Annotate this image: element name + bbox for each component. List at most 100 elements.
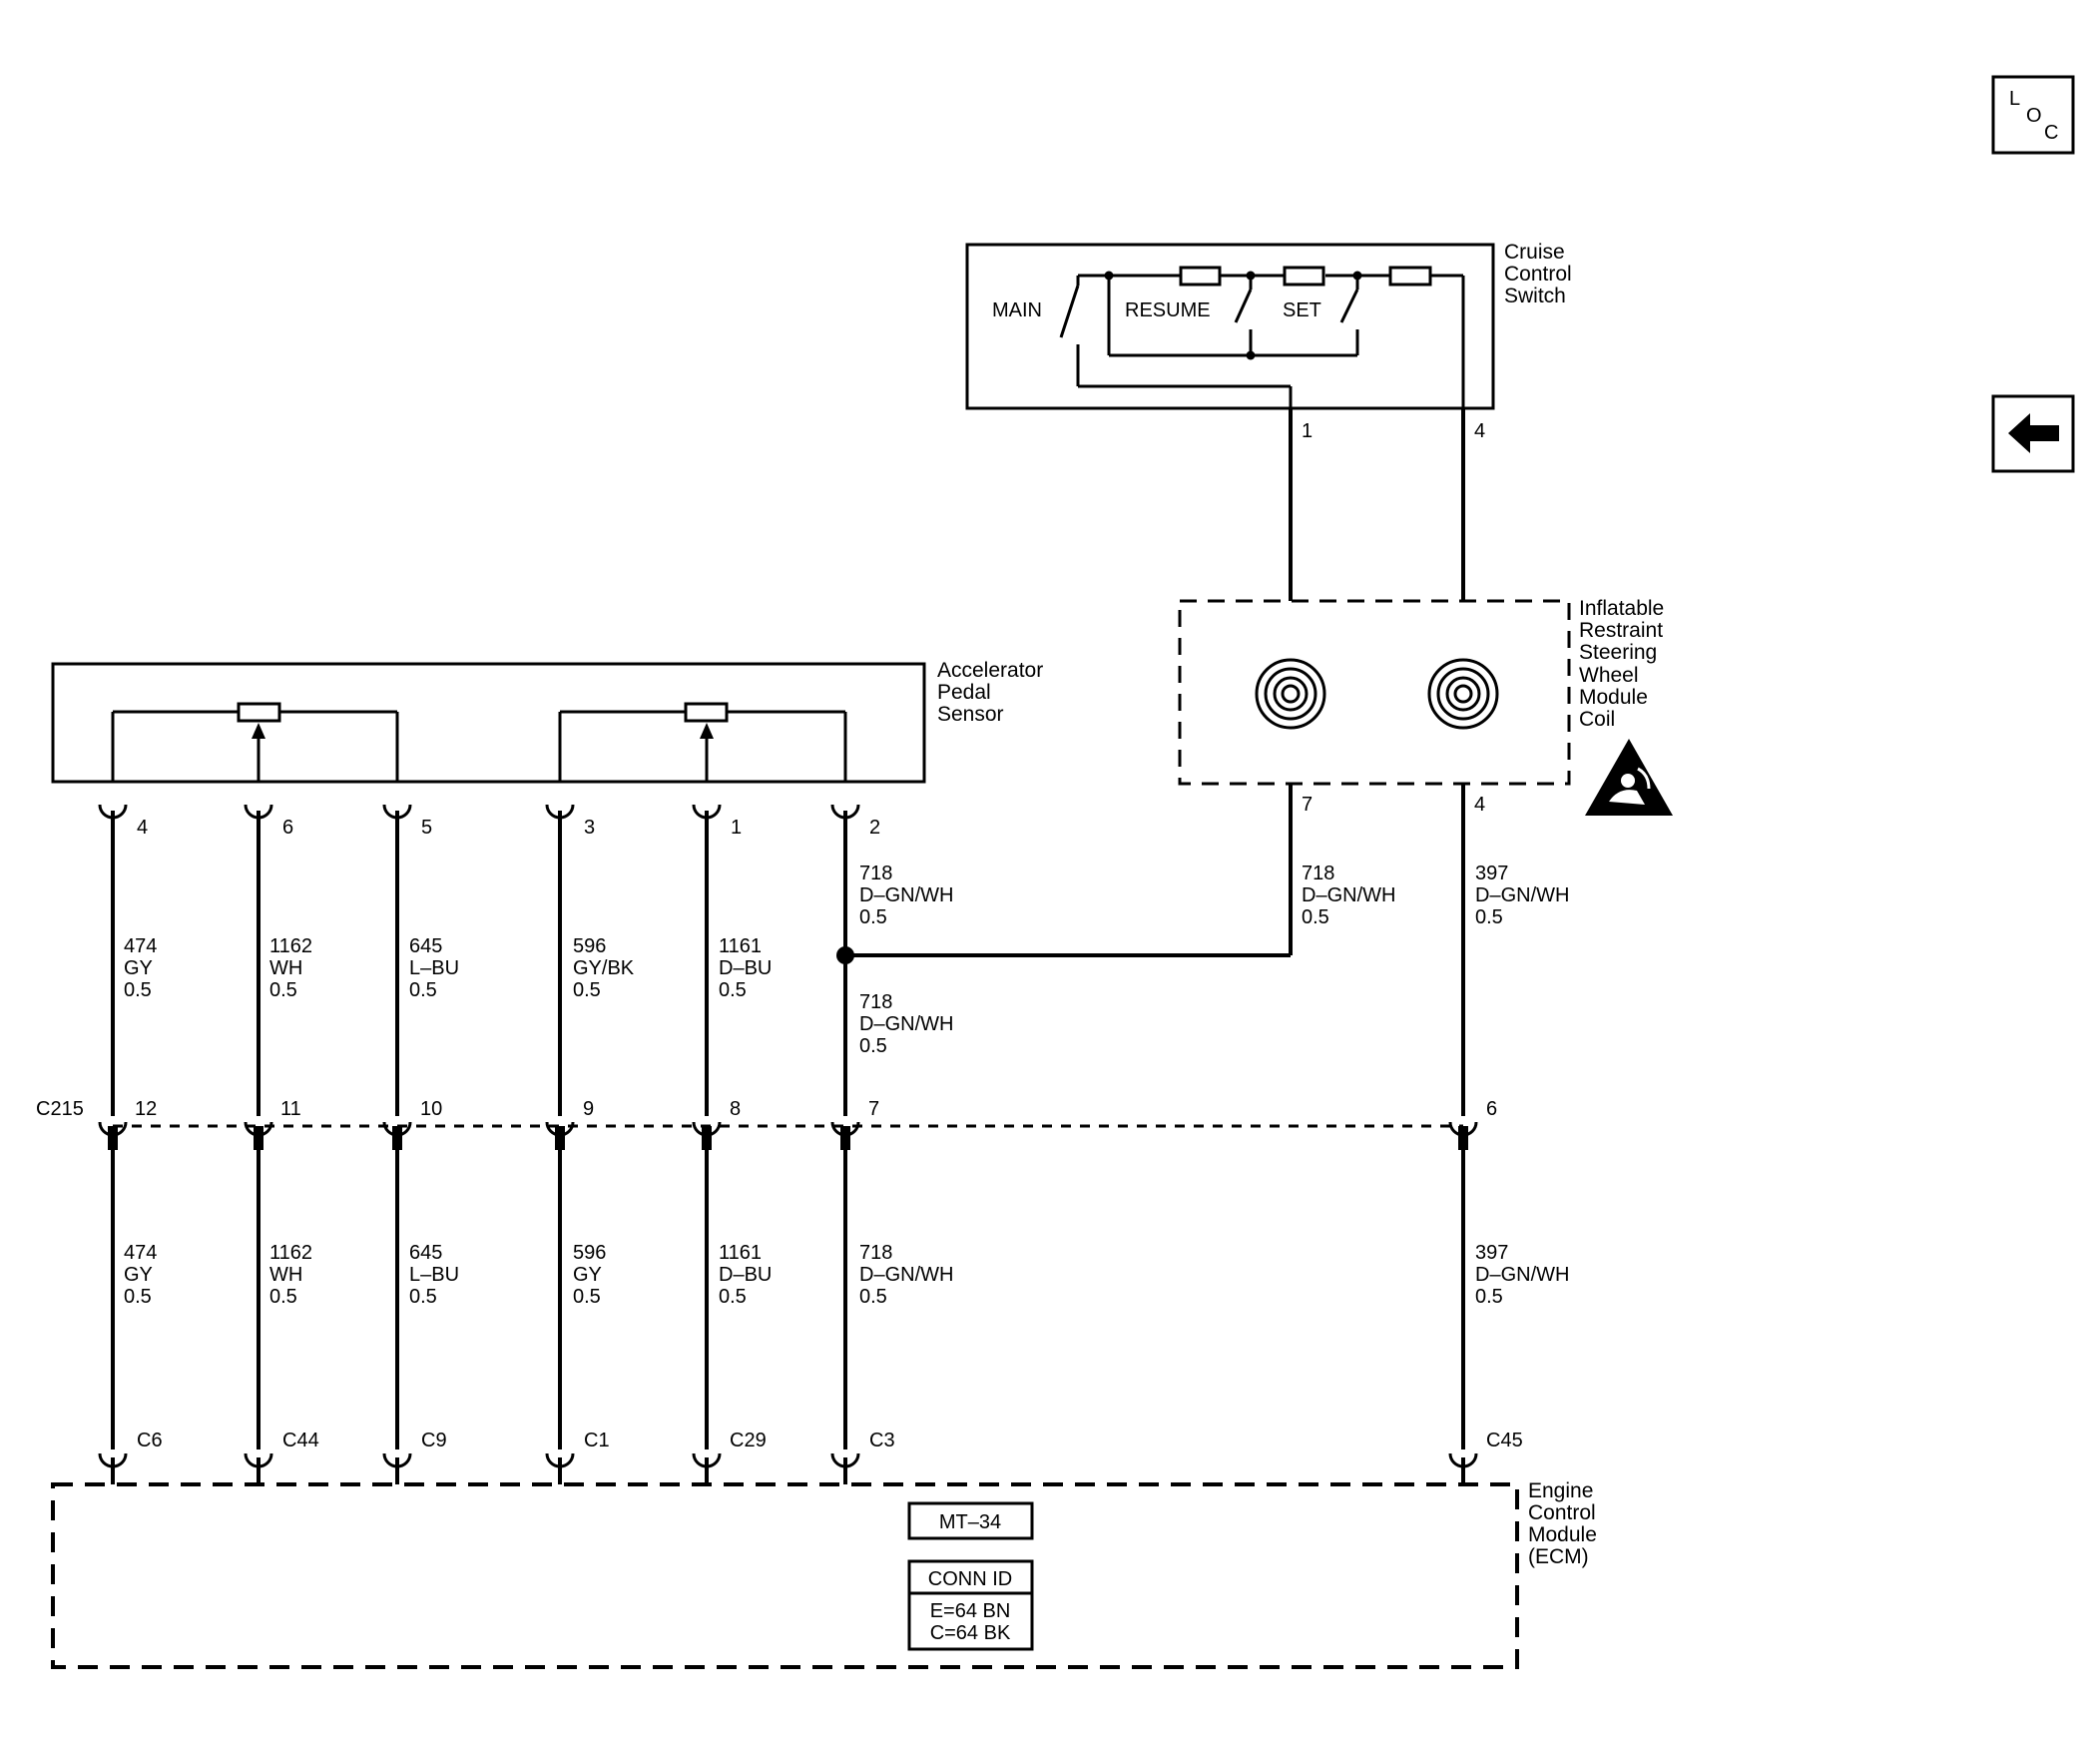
ecm-pin: C3 (869, 1430, 895, 1451)
aps-pin: 6 (282, 817, 293, 839)
aps-title-3: Sensor (937, 703, 1004, 726)
airbag-warning-icon (1585, 739, 1673, 816)
svg-text:D–GN/WH: D–GN/WH (1475, 884, 1569, 906)
cruise-title-3: Switch (1504, 285, 1566, 307)
coil-pin-7: 7 (1302, 794, 1312, 816)
svg-text:WH: WH (269, 1264, 302, 1286)
wire-label-lower: 645 L–BU 0.5 (409, 1242, 459, 1308)
svg-text:0.5: 0.5 (719, 1286, 747, 1308)
svg-text:0.5: 0.5 (859, 1286, 887, 1308)
cruise-pin-4: 4 (1474, 420, 1485, 442)
c215-pin: 7 (868, 1098, 879, 1120)
svg-text:0.5: 0.5 (124, 979, 152, 1001)
svg-text:0.5: 0.5 (573, 979, 601, 1001)
ecm-pin: C6 (137, 1430, 163, 1451)
svg-text:1162: 1162 (269, 1242, 312, 1264)
svg-text:CONN ID: CONN ID (928, 1568, 1012, 1590)
svg-text:GY: GY (124, 957, 153, 979)
svg-text:0.5: 0.5 (269, 1286, 297, 1308)
cruise-title-2: Control (1504, 263, 1572, 286)
aps-pin: 5 (421, 817, 432, 839)
svg-text:0.5: 0.5 (859, 1035, 887, 1057)
coil-title-4: Wheel (1579, 664, 1639, 687)
svg-text:0.5: 0.5 (269, 979, 297, 1001)
wire-label-upper: 596 GY/BK 0.5 (573, 935, 635, 1001)
svg-text:718: 718 (859, 863, 892, 884)
svg-text:0.5: 0.5 (859, 906, 887, 928)
wire-label-lower: 474 GY 0.5 (124, 1242, 157, 1308)
svg-text:GY: GY (124, 1264, 153, 1286)
svg-text:1161: 1161 (719, 935, 762, 957)
svg-text:718: 718 (1302, 863, 1334, 884)
svg-text:WH: WH (269, 957, 302, 979)
wire-label-upper: 1161 D–BU 0.5 (719, 935, 772, 1001)
loc-icon[interactable]: L O C (1991, 75, 2075, 155)
svg-text:L–BU: L–BU (409, 957, 459, 979)
c215-connector (98, 1120, 1478, 1150)
svg-text:C=64 BK: C=64 BK (930, 1622, 1011, 1644)
loc-c: C (2044, 122, 2058, 144)
cruise-pin-1: 1 (1302, 420, 1312, 442)
c215-pin: 8 (730, 1098, 741, 1120)
svg-text:D–GN/WH: D–GN/WH (1302, 884, 1395, 906)
aps-connector (98, 803, 860, 820)
clockspring-icon (1427, 658, 1499, 730)
svg-text:D–BU: D–BU (719, 1264, 772, 1286)
svg-text:397: 397 (1475, 1242, 1508, 1264)
c215-pin: 6 (1486, 1098, 1497, 1120)
svg-text:0.5: 0.5 (573, 1286, 601, 1308)
svg-text:D–GN/WH: D–GN/WH (859, 884, 953, 906)
svg-text:474: 474 (124, 1242, 157, 1264)
ecm-pin: C44 (282, 1430, 319, 1451)
coil-title-5: Module (1579, 686, 1648, 709)
c215-pin: 12 (135, 1098, 157, 1120)
wires (111, 408, 1465, 1484)
splice-dot (836, 946, 854, 964)
aps-pin: 1 (731, 817, 742, 839)
svg-text:0.5: 0.5 (1475, 906, 1503, 928)
wire-label-upper: 645 L–BU 0.5 (409, 935, 459, 1001)
svg-text:0.5: 0.5 (1302, 906, 1329, 928)
ecm-pin: C9 (421, 1430, 447, 1451)
main-label: MAIN (992, 299, 1042, 321)
wire-label-718-coil: 718 D–GN/WH 0.5 (1302, 863, 1395, 928)
svg-text:D–GN/WH: D–GN/WH (1475, 1264, 1569, 1286)
c215-pin: 11 (280, 1098, 301, 1120)
svg-text:D–GN/WH: D–GN/WH (859, 1013, 953, 1035)
svg-text:0.5: 0.5 (409, 1286, 437, 1308)
coil-title-3: Steering (1579, 641, 1657, 664)
coil-title-6: Coil (1579, 708, 1615, 731)
svg-text:E=64 BN: E=64 BN (930, 1600, 1011, 1622)
svg-text:1161: 1161 (719, 1242, 762, 1264)
wire-label-718-mid: 718 D–GN/WH 0.5 (859, 991, 953, 1057)
svg-text:596: 596 (573, 1242, 606, 1264)
back-arrow-icon[interactable] (1991, 394, 2075, 473)
coil-title-1: Inflatable (1579, 597, 1664, 620)
c215-pin: 10 (420, 1098, 442, 1120)
loc-o: O (2026, 105, 2042, 127)
conn-id-table: CONN ID E=64 BN C=64 BK (907, 1559, 1034, 1651)
svg-text:D–GN/WH: D–GN/WH (859, 1264, 953, 1286)
svg-text:718: 718 (859, 991, 892, 1013)
resume-label: RESUME (1125, 299, 1211, 321)
wire-label-upper: 1162 WH 0.5 (269, 935, 312, 1001)
c215-pin: 9 (583, 1098, 594, 1120)
ecm-pin: C45 (1486, 1430, 1523, 1451)
aps-pin: 3 (584, 817, 595, 839)
ecm-title-1: Engine (1528, 1479, 1593, 1502)
svg-text:474: 474 (124, 935, 157, 957)
wire-label-lower: 397 D–GN/WH 0.5 (1475, 1242, 1569, 1308)
coil-title-2: Restraint (1579, 619, 1663, 642)
aps-pin: 4 (137, 817, 148, 839)
svg-text:GY/BK: GY/BK (573, 957, 635, 979)
svg-text:645: 645 (409, 935, 442, 957)
steering-wheel-coil: Inflatable Restraint Steering Wheel Modu… (1178, 597, 1673, 816)
svg-text:MT–34: MT–34 (939, 1511, 1001, 1533)
svg-text:1162: 1162 (269, 935, 312, 957)
wire-label-lower: 718 D–GN/WH 0.5 (859, 1242, 953, 1308)
wire-label-397-coil: 397 D–GN/WH 0.5 (1475, 863, 1569, 928)
svg-text:D–BU: D–BU (719, 957, 772, 979)
accelerator-pedal-sensor: Accelerator Pedal Sensor (51, 659, 1043, 784)
aps-title-2: Pedal (937, 681, 991, 704)
